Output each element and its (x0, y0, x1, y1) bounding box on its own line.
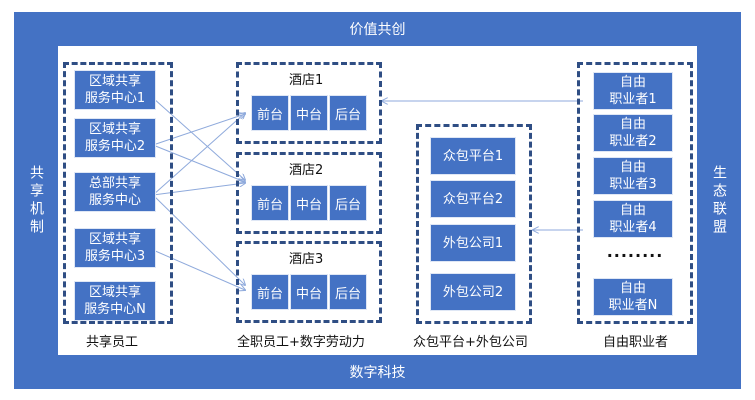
freelancer-ellipsis: ········ (606, 246, 664, 265)
outsourcing-company-1: 外包公司1 (430, 224, 516, 262)
crowd-label: 众包平台+外包公司 (413, 335, 528, 350)
freelancers-label: 自由职业者 (603, 335, 669, 350)
hotel-1-name: 酒店1 (289, 73, 324, 88)
freelancer-2: 自由职业者2 (593, 114, 673, 152)
hotel-2-front-desk: 前台 (251, 185, 289, 221)
eco-alliance-label: 生态联盟 (711, 164, 727, 237)
arrow-hq-hotel2 (152, 183, 245, 196)
crowd-platform-1: 众包平台1 (430, 137, 516, 175)
freelancer-n-line1: 自由 (619, 281, 646, 296)
freelancer-n: 自由职业者N (593, 278, 673, 316)
hotels-label: 全职员工+数字劳动力 (237, 335, 365, 350)
freelancer-2-line1: 自由 (619, 117, 646, 132)
center-n-line1: 区域共享 (88, 285, 141, 300)
hotel-1-back-office: 后台 (329, 95, 367, 131)
freelancer-n-line2: 职业者N (608, 298, 658, 313)
center-n-line2: 服务中心N (84, 302, 146, 317)
hotel-2-back-office: 后台 (329, 185, 367, 221)
freelancer-1: 自由职业者1 (593, 72, 673, 110)
regional-center-2: 区域共享服务中心2 (74, 118, 156, 158)
arrow-hq-hotel3 (152, 194, 245, 285)
digital-tech-band: 数字科技 (14, 355, 741, 389)
center-3-line1: 区域共享 (88, 232, 141, 247)
digital-tech-label: 数字科技 (349, 365, 406, 381)
hotel-3-middle-office: 中台 (290, 274, 328, 310)
hotel-2-name: 酒店2 (289, 163, 324, 178)
arrow-center2-hotel1 (152, 114, 245, 146)
freelancer-4-line2: 职业者4 (609, 220, 657, 235)
hotel-3-group: 酒店3 前台 中台 后台 (236, 241, 382, 323)
hotel-1-front-desk: 前台 (251, 95, 289, 131)
hq-center: 总部共享服务中心 (74, 172, 156, 212)
freelancer-3-line1: 自由 (619, 160, 646, 175)
regional-center-1: 区域共享服务中心1 (74, 70, 156, 110)
hotel-1-group: 酒店1 前台 中台 后台 (236, 62, 382, 144)
crowd-group (416, 124, 532, 324)
arrow-hq-hotel1 (152, 113, 245, 196)
hotel-2-group: 酒店2 前台 中台 后台 (236, 152, 382, 234)
regional-center-n: 区域共享服务中心N (74, 281, 156, 321)
freelancers-group (577, 62, 693, 324)
freelancer-4: 自由职业者4 (593, 200, 673, 238)
center-2-line2: 服务中心2 (84, 139, 146, 154)
freelancer-1-line2: 职业者1 (609, 92, 657, 107)
sharing-mechanism-band: 共享机制 (14, 12, 58, 389)
freelancer-3: 自由职业者3 (593, 157, 673, 195)
regional-center-3: 区域共享服务中心3 (74, 228, 156, 268)
value-co-creation-label: 价值共创 (349, 22, 406, 38)
center-2-line1: 区域共享 (88, 122, 141, 137)
center-3-line2: 服务中心3 (84, 249, 146, 264)
center-1-line1: 区域共享 (88, 74, 141, 89)
arrow-center2-hotel2 (152, 144, 245, 182)
hotel-3-name: 酒店3 (289, 252, 324, 267)
hq-center-line2: 服务中心 (88, 193, 141, 208)
freelancer-4-line1: 自由 (619, 203, 646, 218)
hq-center-line1: 总部共享 (88, 176, 141, 191)
freelancer-1-line1: 自由 (619, 75, 646, 90)
hotel-3-back-office: 后台 (329, 274, 367, 310)
shared-staff-group (63, 62, 173, 324)
hotel-1-middle-office: 中台 (290, 95, 328, 131)
outsourcing-company-2: 外包公司2 (430, 273, 516, 311)
value-co-creation-band: 价值共创 (14, 12, 741, 46)
center-1-line2: 服务中心1 (84, 91, 146, 106)
shared-staff-label: 共享员工 (86, 335, 139, 350)
hotel-3-front-desk: 前台 (251, 274, 289, 310)
hotel-2-middle-office: 中台 (290, 185, 328, 221)
sharing-mechanism-label: 共享机制 (28, 164, 44, 237)
arrow-center3-hotel3 (152, 249, 245, 290)
freelancer-3-line2: 职业者3 (609, 177, 657, 192)
arrow-center1-hotel2 (152, 97, 245, 180)
freelancer-2-line2: 职业者2 (609, 134, 657, 149)
crowd-platform-2: 众包平台2 (430, 180, 516, 218)
eco-alliance-band: 生态联盟 (697, 12, 741, 389)
